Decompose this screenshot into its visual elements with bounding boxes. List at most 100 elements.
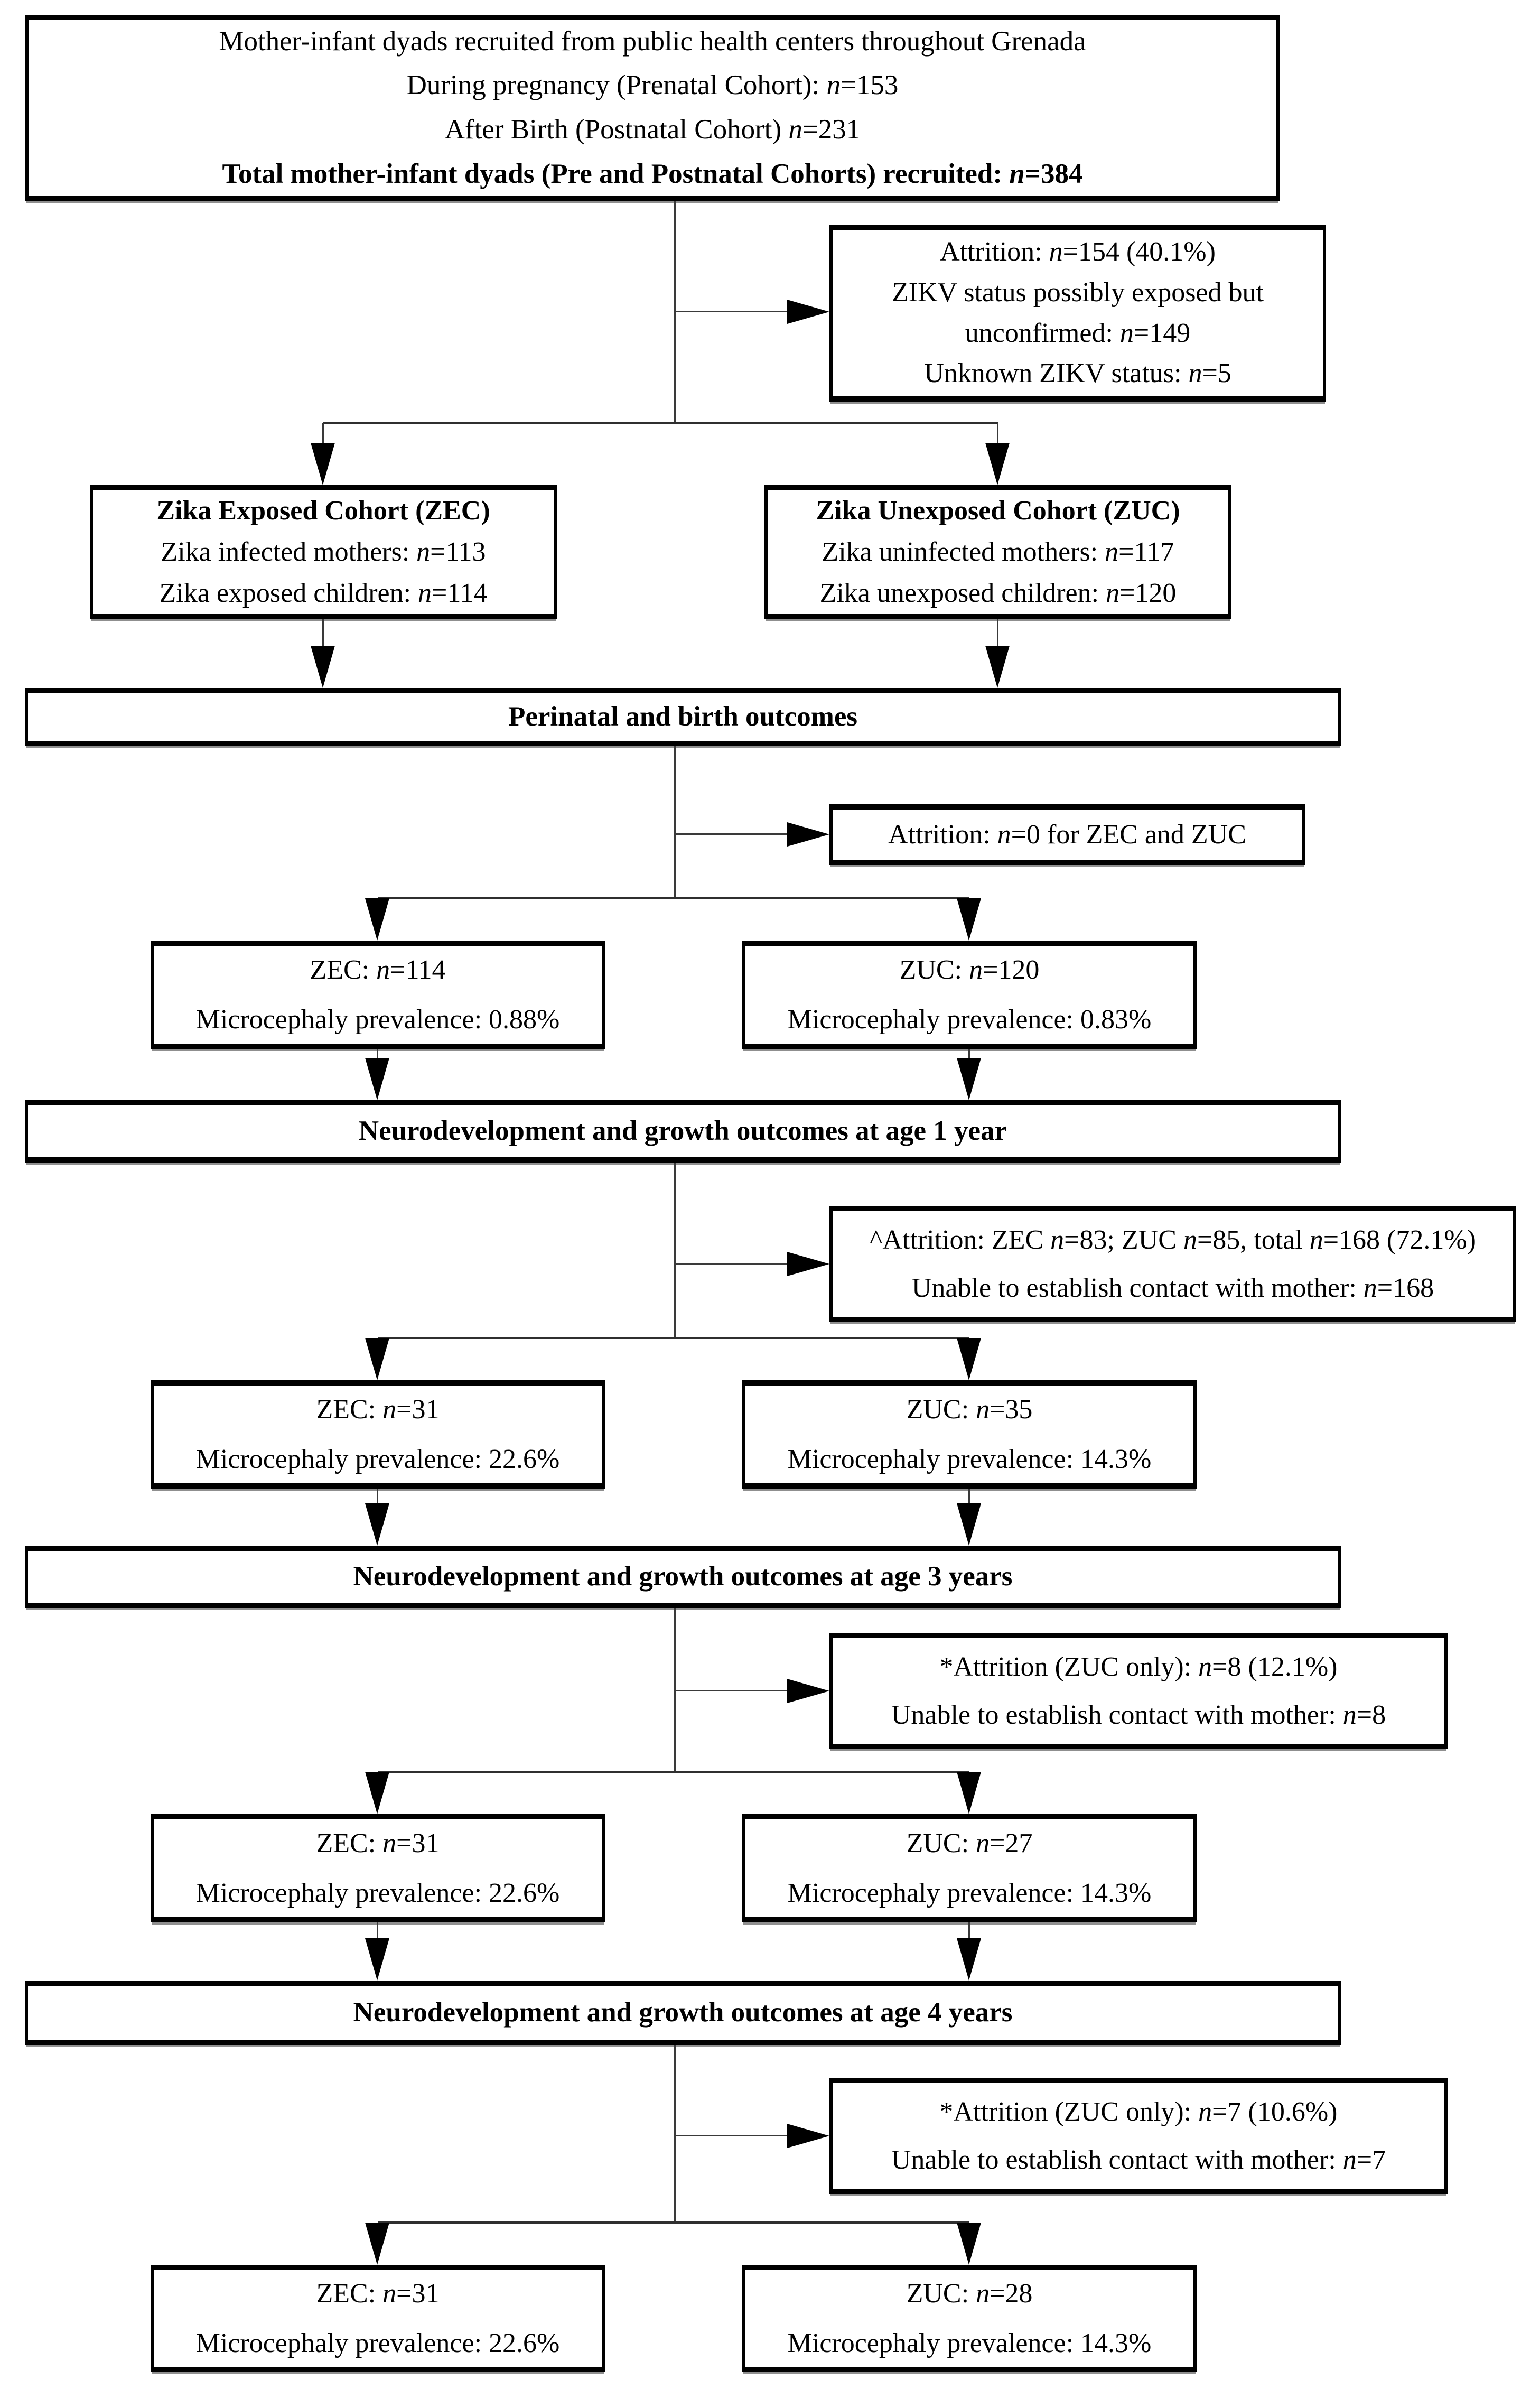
arrow-down-icon [957,898,981,941]
flow-stem [968,1922,970,1939]
box-title: Zika Exposed Cohort (ZEC) [156,496,490,526]
box-line: Microcephaly prevalence: 22.6% [195,1877,560,1908]
flow-line-main-3 [674,1163,676,1338]
flow-stem [997,423,998,444]
box-line: Microcephaly prevalence: 14.3% [787,1444,1152,1474]
arrow-down-icon [365,1938,389,1981]
flow-stem [322,423,324,444]
flow-line-main-2 [674,746,676,899]
stage-bar-label: Perinatal and birth outcomes [508,701,857,732]
attrition-box-5: *Attrition (ZUC only): n=7 (10.6%) Unabl… [829,2078,1448,2194]
stage-bar-age-3-years: Neurodevelopment and growth outcomes at … [25,1546,1341,1608]
stage-bar-age-1-year: Neurodevelopment and growth outcomes at … [25,1100,1341,1163]
flow-stem [968,1489,970,1504]
attrition-box-4: *Attrition (ZUC only): n=8 (12.1%) Unabl… [829,1633,1448,1749]
arrow-down-icon [957,1058,981,1100]
stage-bar-label: Neurodevelopment and growth outcomes at … [353,1561,1013,1592]
box-line: ZUC: n=35 [906,1394,1033,1425]
arrow-right-icon [787,822,829,847]
arrow-down-icon [311,443,335,485]
arrow-down-icon [365,1338,389,1380]
attrition-line: Unable to establish contact with mother:… [891,1700,1386,1730]
flow-line-attrition-3 [675,1263,788,1265]
attrition-box-2: Attrition: n=0 for ZEC and ZUC [829,804,1305,865]
flow-stem [968,1049,970,1059]
attrition-line: ZIKV status possibly exposed but [892,277,1264,308]
attrition-line: Attrition: n=154 (40.1%) [940,236,1216,267]
outcome-box-birth-zuc: ZUC: n=120 Microcephaly prevalence: 0.83… [742,941,1197,1049]
outcome-box-1yr-zec: ZEC: n=31 Microcephaly prevalence: 22.6% [151,1380,605,1489]
flow-line-attrition-4 [675,1690,788,1691]
box-title: Zika Unexposed Cohort (ZUC) [816,496,1180,526]
arrow-down-icon [365,1058,389,1100]
flow-line-attrition-1 [675,311,788,312]
box-line: Microcephaly prevalence: 0.83% [787,1004,1152,1035]
box-line: ZUC: n=120 [899,954,1040,985]
outcome-box-3yr-zuc: ZUC: n=27 Microcephaly prevalence: 14.3% [742,1814,1197,1922]
arrow-down-icon [957,1338,981,1380]
arrow-down-icon [957,1772,981,1814]
split-line-2 [378,897,969,899]
flow-stem [997,619,998,647]
split-line-4 [378,1771,969,1773]
recruitment-line: Mother-infant dyads recruited from publi… [219,25,1086,57]
attrition-line: unconfirmed: n=149 [965,318,1191,348]
attrition-line: Unable to establish contact with mother:… [911,1273,1434,1303]
box-line: Microcephaly prevalence: 0.88% [195,1004,560,1035]
outcome-box-4yr-zec: ZEC: n=31 Microcephaly prevalence: 22.6% [151,2265,605,2372]
box-line: Microcephaly prevalence: 22.6% [195,2328,560,2358]
box-line: Zika infected mothers: n=113 [161,537,486,567]
arrow-down-icon [957,2223,981,2265]
arrow-right-icon [787,1252,829,1276]
flow-stem [377,1049,378,1059]
stage-bar-age-4-years: Neurodevelopment and growth outcomes at … [25,1981,1341,2045]
arrow-right-icon [787,300,829,324]
outcome-box-4yr-zuc: ZUC: n=28 Microcephaly prevalence: 14.3% [742,2265,1197,2372]
split-line-1 [323,422,998,424]
arrow-down-icon [365,898,389,941]
stage-bar-label: Neurodevelopment and growth outcomes at … [353,1997,1013,2028]
attrition-line: *Attrition (ZUC only): n=8 (12.1%) [939,1652,1338,1682]
split-line-5 [378,2221,969,2224]
box-line: ZEC: n=31 [316,1394,440,1425]
recruitment-box: Mother-infant dyads recruited from publi… [25,15,1280,201]
recruitment-line: After Birth (Postnatal Cohort) n=231 [444,114,861,145]
box-line: ZUC: n=28 [906,2278,1033,2309]
outcome-box-3yr-zec: ZEC: n=31 Microcephaly prevalence: 22.6% [151,1814,605,1922]
box-line: Zika unexposed children: n=120 [819,578,1177,608]
arrow-down-icon [365,2223,389,2265]
stage-bar-label: Neurodevelopment and growth outcomes at … [358,1116,1007,1147]
zec-cohort-box: Zika Exposed Cohort (ZEC) Zika infected … [90,485,557,619]
attrition-line: Unable to establish contact with mother:… [891,2145,1386,2175]
arrow-down-icon [311,646,335,688]
box-line: ZEC: n=31 [316,2278,440,2309]
attrition-line: Attrition: n=0 for ZEC and ZUC [888,819,1246,850]
outcome-box-1yr-zuc: ZUC: n=35 Microcephaly prevalence: 14.3% [742,1380,1197,1489]
flow-stem [377,1922,378,1939]
stage-bar-perinatal: Perinatal and birth outcomes [25,688,1341,746]
box-line: ZEC: n=114 [310,954,446,985]
flow-line-attrition-2 [675,833,788,835]
zuc-cohort-box: Zika Unexposed Cohort (ZUC) Zika uninfec… [764,485,1231,619]
box-line: Zika uninfected mothers: n=117 [822,537,1174,567]
flow-stem [322,619,324,647]
flow-line-main-5 [674,2045,676,2223]
box-line: ZEC: n=31 [316,1828,440,1858]
attrition-box-1: Attrition: n=154 (40.1%) ZIKV status pos… [829,225,1326,402]
box-line: Microcephaly prevalence: 14.3% [787,1877,1152,1908]
recruitment-total-line: Total mother-infant dyads (Pre and Postn… [222,158,1083,189]
box-line: Microcephaly prevalence: 22.6% [195,1444,560,1474]
arrow-down-icon [365,1503,389,1546]
arrow-down-icon [365,1772,389,1814]
flow-line-attrition-5 [675,2135,788,2136]
arrow-down-icon [985,646,1010,688]
box-line: Microcephaly prevalence: 14.3% [787,2328,1152,2358]
outcome-box-birth-zec: ZEC: n=114 Microcephaly prevalence: 0.88… [151,941,605,1049]
attrition-box-3: ^Attrition: ZEC n=83; ZUC n=85, total n=… [829,1206,1516,1322]
recruitment-line: During pregnancy (Prenatal Cohort): n=15… [406,70,899,101]
flow-stem [377,1489,378,1504]
box-line: ZUC: n=27 [906,1828,1033,1858]
split-line-3 [378,1337,969,1339]
attrition-line: *Attrition (ZUC only): n=7 (10.6%) [939,2097,1338,2127]
